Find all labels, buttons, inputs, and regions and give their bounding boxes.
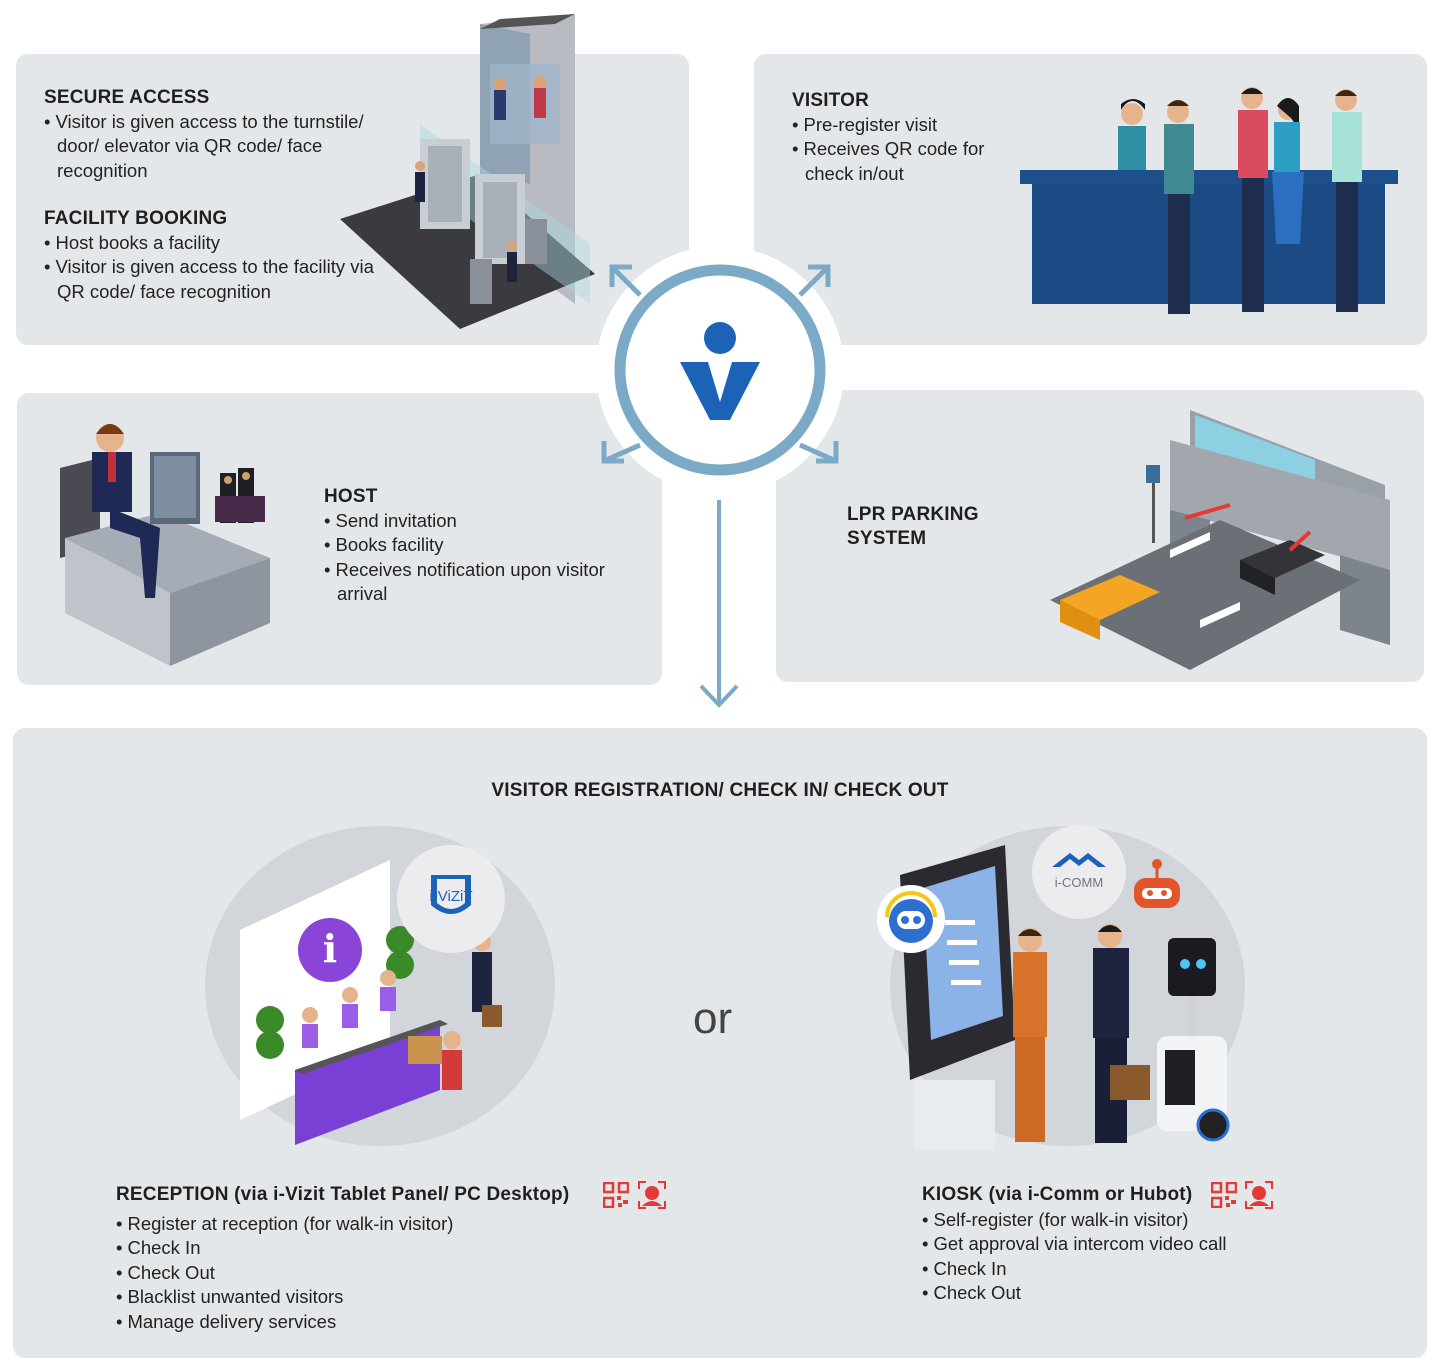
list-item: Check In: [116, 1236, 536, 1260]
facility-booking-title: FACILITY BOOKING: [44, 208, 228, 229]
reception-illustration: i: [240, 860, 502, 1145]
visitor-title: VISITOR: [792, 90, 870, 111]
arrow-icon: [601, 264, 839, 464]
facility-booking-list: Host books a facility Visitor is given a…: [44, 231, 384, 304]
list-item: Register at reception (for walk-in visit…: [116, 1212, 536, 1236]
list-item: Send invitation: [324, 509, 654, 533]
kiosk-illustration: [900, 845, 1230, 1150]
kiosk-title: KIOSK (via i-Comm or Hubot): [922, 1184, 1193, 1205]
list-item: Blacklist unwanted visitors: [116, 1285, 536, 1309]
icomm-logo-text: i-COMM: [1055, 875, 1103, 890]
list-item: Pre-register visit: [792, 113, 1022, 137]
list-item: Books facility: [324, 533, 654, 557]
registration-title: VISITOR REGISTRATION/ CHECK IN/ CHECK OU…: [491, 780, 949, 801]
list-item: Check Out: [116, 1261, 536, 1285]
face-scan-icon: [638, 1181, 666, 1209]
central-hub: [596, 246, 844, 494]
ivizit-logo-text: i-ViZiT: [429, 888, 472, 905]
list-item: Check Out: [922, 1281, 1322, 1305]
ivizit-logo-circle: i-ViZiT: [397, 845, 505, 953]
host-desk-illustration: [60, 424, 270, 666]
svg-text:i: i: [323, 926, 337, 971]
reception-list: Register at reception (for walk-in visit…: [116, 1212, 536, 1334]
list-item: Receives QR code for check in/out: [792, 137, 1022, 186]
visitor-counter-illustration: [1020, 87, 1398, 314]
kiosk-list: Self-register (for walk-in visitor) Get …: [922, 1208, 1322, 1306]
list-item: Visitor is given access to the turnstile…: [44, 110, 404, 183]
list-item: Self-register (for walk-in visitor): [922, 1208, 1322, 1232]
or-label: or: [693, 994, 733, 1043]
parking-gate-illustration: [1050, 410, 1390, 670]
secure-access-title: SECURE ACCESS: [44, 87, 210, 108]
face-scan-icon: [1245, 1181, 1273, 1209]
chatbot-icon: [877, 885, 945, 953]
robot-icon: [1134, 859, 1180, 908]
host-list: Send invitation Books facility Receives …: [324, 509, 654, 607]
down-arrow-icon: [699, 500, 739, 708]
icomm-logo-circle: i-COMM: [1032, 825, 1126, 919]
parking-title-line1: LPR PARKING: [847, 504, 979, 525]
host-title: HOST: [324, 486, 378, 507]
parking-title-line2: SYSTEM: [847, 528, 927, 549]
secure-access-list: Visitor is given access to the turnstile…: [44, 110, 404, 183]
qr-code-icon: [1211, 1182, 1237, 1208]
qr-code-icon: [603, 1182, 629, 1208]
elevator-turnstile-illustration: [340, 14, 595, 329]
reception-title: RECEPTION (via i-Vizit Tablet Panel/ PC …: [116, 1184, 570, 1205]
list-item: Manage delivery services: [116, 1310, 536, 1334]
list-item: Receives notification upon visitor arriv…: [324, 558, 654, 607]
brand-logo-icon: [680, 322, 760, 420]
list-item: Host books a facility: [44, 231, 384, 255]
list-item: Check In: [922, 1257, 1322, 1281]
list-item: Get approval via intercom video call: [922, 1232, 1322, 1256]
visitor-list: Pre-register visit Receives QR code for …: [792, 113, 1022, 186]
list-item: Visitor is given access to the facility …: [44, 255, 384, 304]
